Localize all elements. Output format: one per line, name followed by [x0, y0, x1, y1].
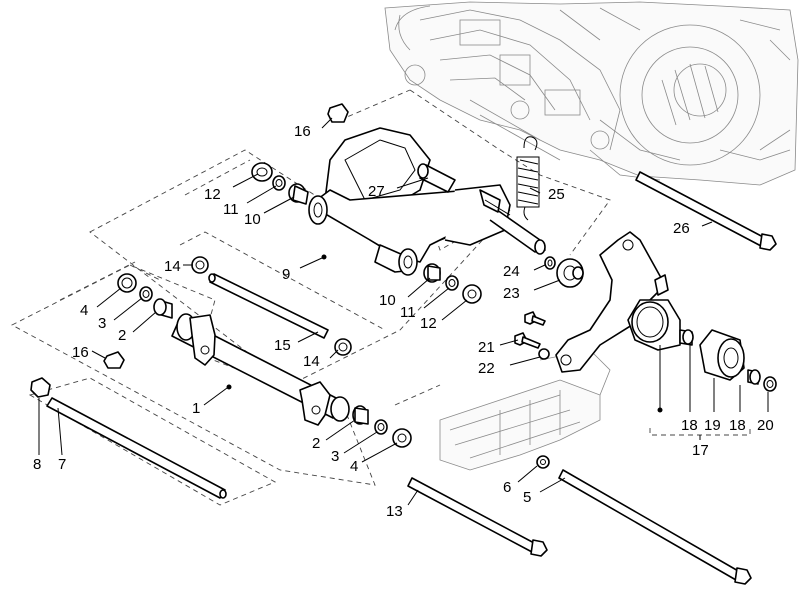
label-15: 15 — [274, 337, 291, 354]
label-16-top: 16 — [294, 123, 311, 140]
label-25: 25 — [548, 186, 565, 203]
label-16-lower: 16 — [72, 344, 89, 361]
swing-arm-part — [308, 127, 546, 276]
rod-15-part — [208, 273, 329, 339]
label-4-left: 4 — [80, 302, 88, 319]
washer-23-24 — [544, 256, 584, 288]
label-9: 9 — [282, 266, 290, 283]
label-3-right: 3 — [331, 448, 339, 465]
label-12-bottom: 12 — [420, 315, 437, 332]
label-24: 24 — [503, 263, 520, 280]
label-14-left: 14 — [164, 258, 181, 275]
label-14-right: 14 — [303, 353, 320, 370]
lower-arm-part — [171, 313, 350, 426]
nut-16-lower — [103, 351, 125, 369]
label-10-bottom: 10 — [379, 292, 396, 309]
label-20: 20 — [757, 417, 774, 434]
spring-25-part — [516, 136, 540, 221]
label-18-right: 18 — [729, 417, 746, 434]
label-12-top: 12 — [204, 186, 221, 203]
assembly-outlines — [11, 89, 751, 506]
label-3-left: 3 — [98, 315, 106, 332]
pulley-bushings — [679, 329, 777, 392]
engine-mount-bracket — [555, 231, 681, 373]
label-21: 21 — [478, 339, 495, 356]
callout-labels: 16 12 11 10 27 25 9 14 4 3 2 16 15 14 1 … — [33, 123, 774, 520]
long-bolts — [407, 171, 777, 585]
label-1: 1 — [192, 400, 200, 417]
label-7: 7 — [58, 456, 66, 473]
label-18-left: 18 — [681, 417, 698, 434]
label-8: 8 — [33, 456, 41, 473]
label-23: 23 — [503, 285, 520, 302]
label-17: 17 — [692, 442, 709, 459]
label-5: 5 — [523, 489, 531, 506]
label-27: 27 — [368, 183, 385, 200]
label-11-bottom: 11 — [400, 304, 416, 321]
engine-block-drawing — [384, 1, 799, 186]
label-26: 26 — [673, 220, 690, 237]
label-13: 13 — [386, 503, 403, 520]
bolts-21-22 — [514, 311, 550, 360]
label-10-top: 10 — [244, 211, 261, 228]
label-22: 22 — [478, 360, 495, 377]
stand-bracket-drawing — [439, 349, 611, 471]
label-4-right: 4 — [350, 458, 358, 475]
upper-bushings — [251, 162, 482, 304]
leader-lines — [38, 117, 769, 506]
lower-bushings — [117, 273, 412, 448]
label-19: 19 — [704, 417, 721, 434]
label-2-left: 2 — [118, 327, 126, 344]
spacer-27-part — [417, 163, 456, 193]
label-2-right: 2 — [312, 435, 320, 452]
label-11-top: 11 — [223, 201, 239, 218]
label-6: 6 — [503, 479, 511, 496]
nut-16-top — [327, 103, 349, 123]
shaft-7-part — [30, 377, 227, 499]
